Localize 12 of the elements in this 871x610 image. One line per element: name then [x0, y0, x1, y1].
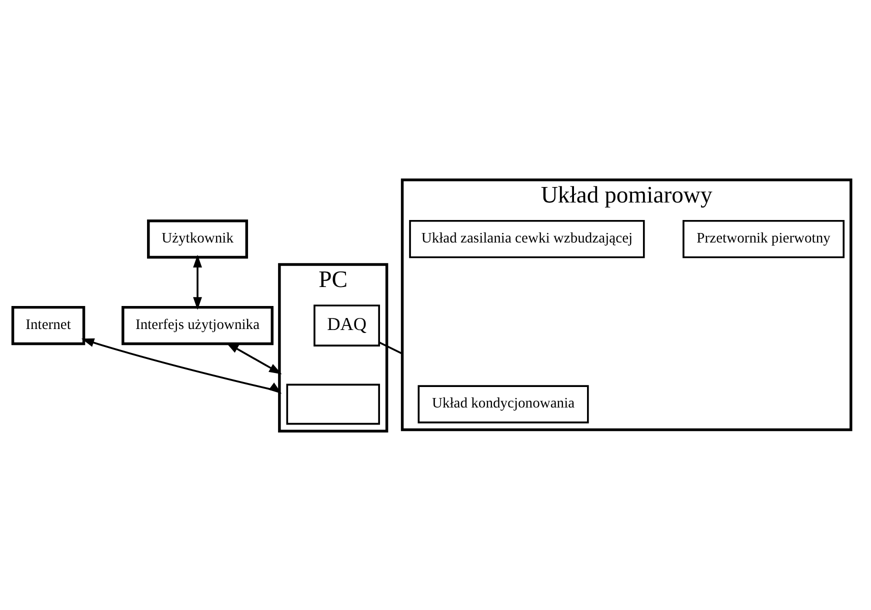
- arrow: [226, 342, 282, 374]
- node-box: Układ kondycjonowania: [418, 384, 589, 423]
- node-box: Interfejs użytjownika: [122, 305, 274, 345]
- connector: [378, 341, 403, 354]
- node-box: [286, 383, 380, 424]
- arrow: [193, 254, 202, 310]
- node-box: DAQ: [314, 304, 380, 346]
- node-box: Użytkownik: [147, 219, 248, 258]
- arrow: [81, 338, 282, 394]
- node-box: Układ zasilania cewki wzbudzającej: [409, 219, 645, 258]
- node-box: Przetwornik pierwotny: [682, 219, 845, 258]
- node-box: Internet: [11, 305, 86, 345]
